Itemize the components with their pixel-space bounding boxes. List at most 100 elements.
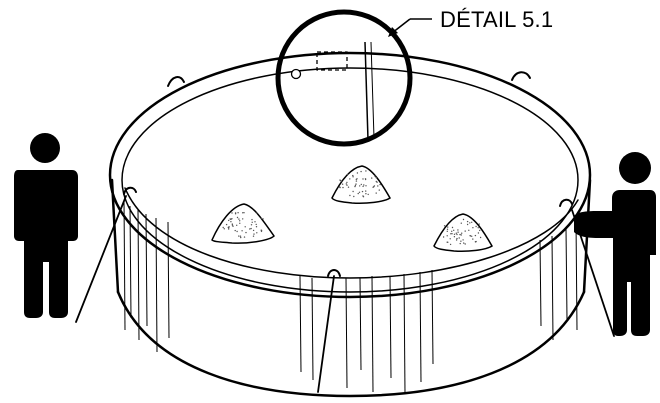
wall-hatch-line	[345, 277, 348, 389]
sand-stipple-dot	[446, 228, 449, 230]
sand-stipple-dot	[446, 235, 448, 237]
sand-stipple-dot	[469, 235, 471, 237]
sand-stipple-dot	[230, 221, 232, 223]
sand-stipple-dot	[249, 228, 251, 230]
sand-stipple-dot	[242, 218, 244, 220]
sand-stipple-dot	[238, 218, 240, 220]
sand-stipple-dot	[240, 236, 242, 239]
sand-stipple-dot	[457, 231, 459, 233]
sand-stipple-dot	[479, 229, 481, 232]
person-right-head	[619, 152, 651, 184]
sand-stipple-dot	[234, 212, 237, 214]
sand-stipple-dot	[229, 218, 231, 220]
sand-stipple-dot	[359, 185, 361, 187]
pointer-line-center	[317, 275, 335, 393]
wall-hatch-line	[539, 239, 542, 327]
sand-stipple-dot	[443, 225, 446, 227]
sand-stipple-dot	[355, 180, 358, 182]
sand-stipple-dot	[346, 181, 348, 184]
sand-stipple-dot	[231, 224, 234, 226]
sand-stipple-dot	[245, 231, 247, 234]
rim-clips	[123, 71, 573, 277]
sand-stipple-dot	[475, 225, 477, 228]
wall-hatch-line	[359, 277, 362, 371]
sand-stipple-dot	[228, 226, 230, 228]
sand-piles	[211, 165, 493, 252]
wall-hatch-line	[371, 275, 374, 393]
wall-hatch-line	[419, 271, 422, 383]
person-left-head	[30, 133, 60, 163]
sand-stipple-dot	[464, 230, 466, 232]
sand-stipple-dot	[253, 233, 255, 235]
person-holding-wall-icon	[574, 152, 656, 336]
sand-stipple-dot	[251, 218, 253, 221]
sand-stipple-dot	[379, 183, 381, 186]
sand-stipple-dot	[236, 224, 238, 226]
sand-stipple-dot	[455, 232, 457, 234]
wall-hatch-line	[403, 273, 406, 395]
sand-stipple-dot	[242, 212, 244, 214]
wall-hatch-line	[155, 217, 158, 353]
sand-stipple-dot	[356, 172, 359, 174]
sand-stipple-dot	[239, 222, 241, 224]
rim-clip-left	[167, 76, 185, 87]
sand-stipple-dot	[250, 224, 253, 226]
sand-stipple-dot	[378, 189, 380, 191]
sand-stipple-dot	[375, 180, 377, 183]
detail-callout-circle	[275, 9, 413, 147]
wall-seam-2	[370, 41, 375, 139]
sand-stipple-dot	[241, 230, 243, 232]
sand-stipple-dot	[222, 226, 224, 229]
sand-pile-left	[211, 203, 275, 244]
sand-stipple-dot	[466, 223, 469, 226]
rim-clip-right	[511, 71, 531, 81]
sand-stipple-dot	[460, 240, 462, 242]
sand-stipple-dot	[354, 184, 357, 187]
rim-clip-front-left	[123, 186, 137, 195]
sand-stipple-dot	[338, 186, 341, 188]
sand-stipple-dot	[252, 229, 255, 232]
sand-stipple-dot	[365, 190, 367, 192]
sand-stipple-dot	[375, 192, 377, 194]
pool-top-rim-outer	[108, 51, 592, 299]
sand-stipple-dot	[352, 176, 354, 178]
sand-stipple-dot	[353, 195, 355, 198]
sand-stipple-dot	[238, 235, 240, 237]
sand-stipple-dot	[255, 223, 257, 226]
sand-stipple-dot	[231, 223, 233, 225]
sand-stipple-dot	[477, 227, 479, 229]
sand-stipple-dot	[243, 236, 246, 238]
sand-stipple-dot	[262, 218, 264, 220]
sand-stipple-dot	[345, 183, 347, 185]
wall-hatch-line	[145, 213, 148, 327]
wall-hatch-line	[575, 219, 578, 331]
sand-stipple-dot	[471, 221, 473, 223]
sand-stipple-dot	[472, 227, 474, 229]
sand-stipple-dot	[254, 221, 256, 223]
sand-pile-right	[433, 213, 493, 252]
sand-stipple-dot	[349, 178, 351, 180]
sand-stipple-dot	[236, 230, 238, 233]
wall-hole-marker	[290, 68, 302, 80]
sand-stipple-dot	[447, 241, 449, 243]
sand-stipple-dot	[243, 212, 245, 214]
sand-stipple-dot	[234, 229, 236, 232]
sand-stipple-dot	[463, 242, 465, 244]
pool-wall-left-edge	[110, 178, 120, 294]
sand-stipple-dot	[364, 178, 367, 180]
sand-stipple-dot	[362, 195, 364, 197]
sand-stipple-dot	[228, 219, 230, 222]
detail-callout: DÉTAIL 5.1	[388, 7, 553, 37]
sand-stipple-dot	[223, 228, 225, 230]
sand-stipple-dot	[456, 237, 458, 240]
sand-stipple-dot	[459, 242, 461, 245]
sand-stipple-dot	[341, 183, 344, 185]
wall-hatch-line	[123, 199, 126, 331]
sand-stipple-dot	[251, 221, 253, 223]
sand-stipple-dot	[451, 233, 453, 235]
sand-stipple-dot	[347, 173, 349, 176]
sand-stipple-dot	[477, 232, 480, 234]
sand-stipple-dot	[361, 190, 364, 193]
sand-stipple-dot	[244, 226, 246, 228]
sand-stipple-dot	[255, 212, 258, 214]
